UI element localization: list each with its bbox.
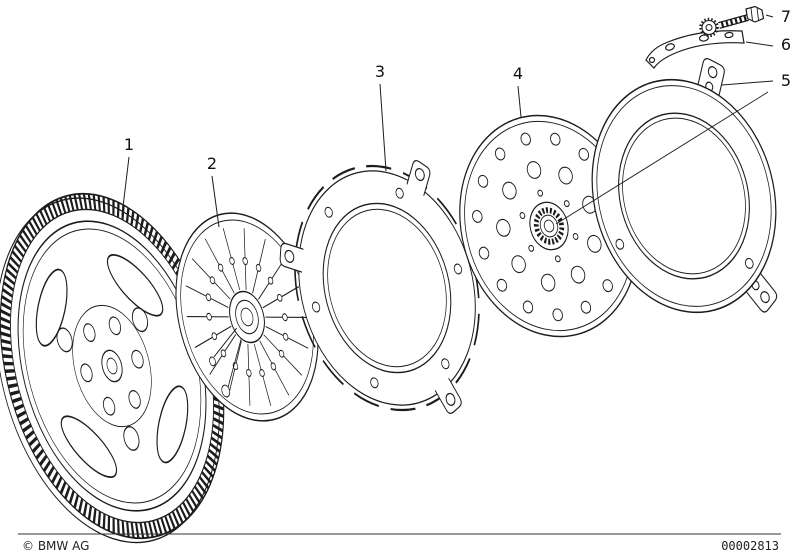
callout-7-label: 7 bbox=[781, 7, 791, 26]
locking-strap-part-drawing bbox=[645, 30, 745, 69]
callout-1-leader bbox=[121, 156, 130, 216]
callout-1: 1 bbox=[121, 135, 134, 216]
assembly-centerline bbox=[555, 91, 769, 225]
callout-5-leader bbox=[721, 80, 774, 86]
callout-2-label: 2 bbox=[207, 154, 217, 173]
document-number: 00002813 bbox=[721, 539, 779, 553]
callout-2-leader bbox=[211, 175, 220, 228]
callout-7: 7 bbox=[765, 7, 791, 26]
callout-3-label: 3 bbox=[375, 62, 385, 81]
callout-4-leader bbox=[517, 85, 522, 118]
copyright-text: © BMW AG bbox=[22, 539, 89, 553]
callout-3: 3 bbox=[375, 62, 387, 172]
callout-6-label: 6 bbox=[781, 35, 791, 54]
callout-4-label: 4 bbox=[513, 64, 523, 83]
callout-6-leader bbox=[745, 41, 774, 47]
bolt-part-drawing bbox=[699, 5, 765, 38]
intermediate-plate-part-drawing bbox=[279, 157, 480, 417]
flywheel-part-drawing bbox=[0, 192, 225, 544]
pressure-plate-part-drawing bbox=[591, 56, 780, 316]
callout-6: 6 bbox=[745, 35, 791, 54]
callout-2: 2 bbox=[207, 154, 220, 228]
callout-1-label: 1 bbox=[124, 135, 134, 154]
callout-3-leader bbox=[379, 83, 387, 172]
callout-4: 4 bbox=[513, 64, 523, 118]
callout-5-label: 5 bbox=[781, 71, 791, 90]
callout-7-leader bbox=[765, 14, 774, 18]
callout-5: 5 bbox=[721, 71, 791, 90]
